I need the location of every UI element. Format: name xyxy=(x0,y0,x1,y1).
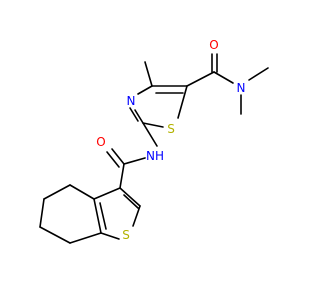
atom-s-thiazole: S xyxy=(167,122,175,136)
atom-o-carbonyl-top: O xyxy=(209,38,218,52)
bond-n-methyl-top xyxy=(248,67,269,81)
bond-n3-c2-inner xyxy=(129,107,139,122)
atom-n-dimethyl: N xyxy=(237,81,246,95)
bond-nh-carbonyl xyxy=(123,157,146,165)
bond-carbonyl-c3 xyxy=(119,163,125,189)
bond-n3-c2 xyxy=(134,109,144,124)
bond-c3a-c7a xyxy=(93,198,102,234)
atom-nh-linker: NH xyxy=(146,149,164,163)
bond-s1-c5 xyxy=(177,85,188,119)
bond-c4-n3 xyxy=(137,85,153,95)
atom-o-carbonyl-left: O xyxy=(96,135,105,149)
bond-c5-carbonyl xyxy=(186,71,215,87)
bond-c3-c3a xyxy=(93,187,121,200)
bond-c6-c7 xyxy=(39,226,71,244)
bond-c3a-c4 xyxy=(69,184,95,200)
bond-c3-c2t xyxy=(119,187,141,207)
chemical-structure-diagram: O N N S NH O S xyxy=(39,38,269,244)
atom-n-thiazole: N xyxy=(127,94,136,108)
bond-c3-c2t-inner xyxy=(123,194,139,209)
bond-carbonyl-o-left-2 xyxy=(106,151,120,168)
atom-labels: O N N S NH O S xyxy=(96,38,245,242)
bond-c4-methyl xyxy=(144,61,153,87)
bond-c3a-c7a-inner xyxy=(99,202,107,230)
bond-c4-c5h xyxy=(43,184,71,200)
bond-carbonyl-n xyxy=(213,71,234,84)
bond-carbonyl-o-left-1 xyxy=(111,148,125,165)
bonds xyxy=(39,53,269,244)
atom-s-thiophene: S xyxy=(122,228,130,242)
bond-c2t-s xyxy=(132,205,141,227)
bond-s-c7a xyxy=(100,232,120,240)
bond-c7-c7a xyxy=(69,232,102,244)
bond-c5h-c6 xyxy=(39,198,45,228)
bond-c2-nh xyxy=(142,122,158,147)
bond-c2-s1 xyxy=(142,122,164,128)
